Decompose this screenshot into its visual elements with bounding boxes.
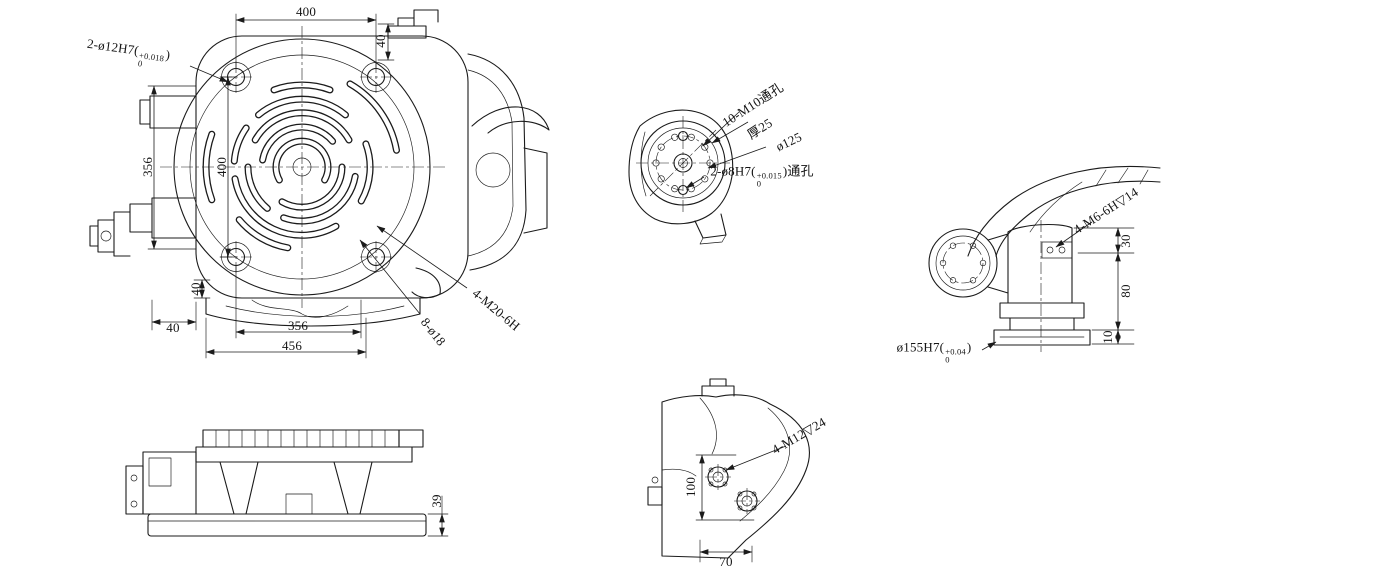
flange-dowel-prefix: 2-ø8H7( — [710, 163, 756, 179]
arm-bore-prefix: ø155H7( — [896, 339, 945, 355]
front-dim-bottom-456: 456 — [281, 338, 303, 353]
arm-profile-view — [647, 378, 810, 563]
tapped-boss-2 — [734, 488, 760, 514]
front-dimensions — [147, 13, 468, 359]
side-dim-39: 39 — [429, 494, 444, 508]
mounting-hole-top-right — [360, 61, 392, 93]
side-profile-view — [125, 429, 449, 537]
front-dim-top-40: 40 — [373, 34, 388, 48]
flange-detail-view — [628, 109, 767, 245]
arm-dim-10: 10 — [1100, 330, 1115, 344]
front-dim-left-400: 400 — [214, 156, 229, 178]
arm-dim-30: 30 — [1118, 234, 1133, 248]
front-dim-top-400: 400 — [295, 4, 317, 19]
arm-flange-holes — [939, 242, 987, 284]
mounting-hole-bottom-right — [360, 241, 392, 273]
front-dim-bottom-40: 40 — [166, 320, 180, 335]
arm-bore-suffix: ) — [966, 339, 972, 355]
arm-side-view — [928, 165, 1161, 352]
armprofile-dim-100: 100 — [683, 476, 698, 498]
front-dim-bottom-356: 356 — [287, 318, 309, 333]
armprofile-dim-70: 70 — [719, 554, 733, 569]
tapped-boss-1 — [705, 464, 731, 490]
front-dim-left-356: 356 — [140, 156, 155, 178]
flange-dowel-suffix: )通孔 — [782, 163, 814, 179]
front-dim-left-40: 40 — [188, 282, 203, 296]
arm-dim-80: 80 — [1118, 284, 1133, 298]
